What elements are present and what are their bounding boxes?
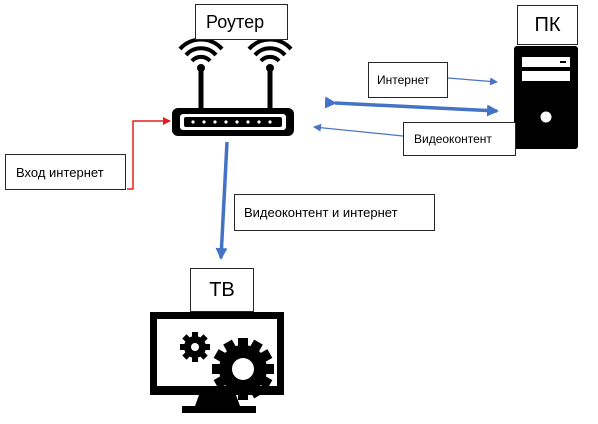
video-and-internet-label: Видеоконтент и интернет xyxy=(234,194,435,231)
large-gear-icon xyxy=(212,338,274,400)
input-connector xyxy=(127,117,171,190)
router-icon xyxy=(172,37,294,136)
video-arrow xyxy=(313,123,404,137)
router-pc-link xyxy=(324,96,499,117)
router-tv-link xyxy=(215,141,229,260)
router-label: Роутер xyxy=(195,4,288,40)
tv-label: ТВ xyxy=(190,268,254,312)
internet-arrow xyxy=(447,77,498,86)
pc-tower-icon xyxy=(514,46,578,149)
pc-label: ПК xyxy=(517,5,578,45)
video-content-label: Видеоконтент xyxy=(403,122,516,156)
tv-monitor-icon xyxy=(150,312,284,413)
input-internet-label: Вход интернет xyxy=(5,154,126,190)
small-gear-icon xyxy=(180,332,210,362)
internet-label: Интернет xyxy=(368,62,448,98)
